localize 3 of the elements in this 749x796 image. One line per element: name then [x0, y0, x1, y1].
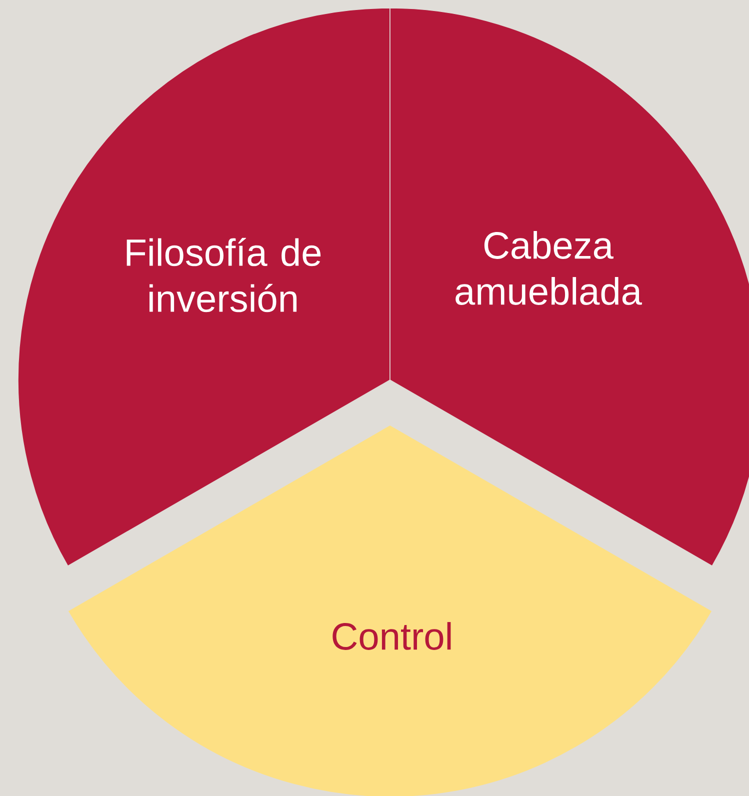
- pie-slice: Cabeza amueblada: [390, 8, 749, 566]
- pie-slice: Filosofía de inversión: [18, 8, 390, 566]
- pie-slice: Control: [67, 424, 713, 796]
